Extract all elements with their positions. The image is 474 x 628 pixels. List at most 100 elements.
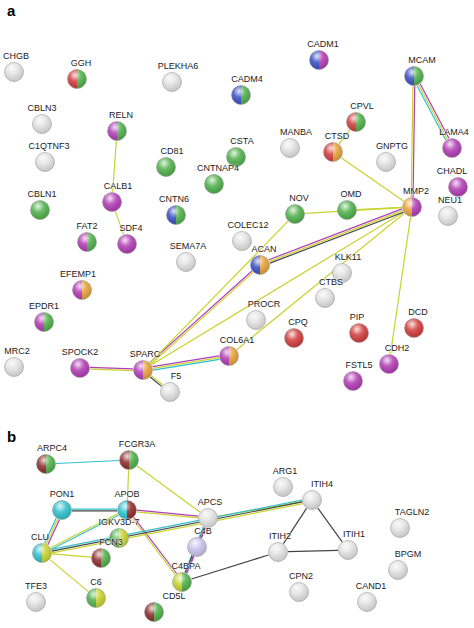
node-circle xyxy=(204,174,224,194)
protein-node: C4B xyxy=(187,537,207,557)
node-circle xyxy=(302,490,322,510)
protein-label: EFEMP1 xyxy=(60,269,96,279)
protein-label: CDH2 xyxy=(385,343,410,353)
node-circle xyxy=(357,592,377,612)
evidence-line xyxy=(192,555,269,579)
node-circle xyxy=(35,152,55,172)
protein-label: OMD xyxy=(341,189,362,199)
node-circle xyxy=(268,542,288,562)
node-circle xyxy=(72,280,92,300)
protein-node: CADM4 xyxy=(231,85,251,105)
protein-label: CNTNAP4 xyxy=(197,163,239,173)
protein-node: ITIH4 xyxy=(302,490,322,510)
protein-label: IGKV3D-7 xyxy=(98,517,139,527)
protein-label: CTBS xyxy=(319,277,343,287)
protein-node: CTBS xyxy=(315,288,335,308)
protein-label: CLU xyxy=(31,532,49,542)
protein-node: RELN xyxy=(107,121,127,141)
protein-label: PON1 xyxy=(50,489,75,499)
protein-node: GNPTG xyxy=(376,152,396,172)
node-circle xyxy=(162,72,182,92)
protein-label: ARG1 xyxy=(273,466,298,476)
evidence-line xyxy=(237,213,404,349)
node-circle xyxy=(30,200,50,220)
evidence-line xyxy=(153,358,219,369)
protein-node: MANBA xyxy=(280,138,300,158)
protein-node: FCGR3A xyxy=(119,450,139,470)
protein-node: CLU xyxy=(32,543,52,563)
protein-node: TAGLN2 xyxy=(390,518,410,538)
protein-label: CHGB xyxy=(3,51,29,61)
evidence-line xyxy=(72,510,117,511)
protein-label: ARPC4 xyxy=(37,443,67,453)
node-circle xyxy=(107,121,127,141)
interaction-edge xyxy=(152,212,404,365)
protein-label: CD81 xyxy=(160,146,183,156)
protein-node: CDH2 xyxy=(379,354,399,374)
protein-label: PROCR xyxy=(248,299,281,309)
protein-node: TFE3 xyxy=(26,592,46,612)
protein-node: SPOCK2 xyxy=(70,358,90,378)
protein-node: MRC2 xyxy=(4,357,24,377)
protein-node: GGH xyxy=(67,69,87,89)
node-circle xyxy=(404,318,424,338)
node-circle xyxy=(70,358,90,378)
protein-label: C4B xyxy=(194,526,212,536)
evidence-line xyxy=(90,369,133,370)
evidence-line xyxy=(413,86,415,197)
node-circle xyxy=(232,231,252,251)
node-circle xyxy=(390,518,410,538)
node-circle xyxy=(284,328,304,348)
evidence-line xyxy=(318,508,342,542)
protein-node: BPGM xyxy=(388,560,408,580)
protein-label: FCN3 xyxy=(99,537,123,547)
node-circle xyxy=(388,560,408,580)
evidence-line xyxy=(52,502,302,551)
node-circle xyxy=(280,138,300,158)
protein-label: CPQ xyxy=(288,317,308,327)
protein-label: FAT2 xyxy=(77,221,98,231)
interaction-edge xyxy=(137,466,200,512)
interaction-edge xyxy=(192,555,269,579)
protein-node: COL6A1 xyxy=(219,346,239,366)
node-circle xyxy=(86,588,106,608)
protein-node: ARPC4 xyxy=(36,454,56,474)
protein-label: GNPTG xyxy=(376,141,408,151)
protein-node: LAMA4 xyxy=(442,138,462,158)
protein-label: C1QTNF3 xyxy=(28,141,69,151)
evidence-line xyxy=(150,271,252,363)
protein-node: C1QTNF3 xyxy=(35,152,55,172)
node-circle xyxy=(219,346,239,366)
interaction-edge xyxy=(150,376,163,387)
protein-label: PLEKHA6 xyxy=(158,61,199,71)
protein-node: F5 xyxy=(160,382,180,402)
node-circle xyxy=(337,200,357,220)
protein-node: NOV xyxy=(285,204,305,224)
protein-node: EFEMP1 xyxy=(72,280,92,300)
protein-label: ITIH2 xyxy=(269,531,291,541)
protein-label: LAMA4 xyxy=(439,127,469,137)
node-circle xyxy=(402,197,422,217)
node-circle xyxy=(32,114,52,134)
protein-label: CPN2 xyxy=(289,571,313,581)
node-circle xyxy=(119,450,139,470)
protein-node: CAND1 xyxy=(357,592,377,612)
protein-node: SPARC xyxy=(133,360,153,380)
protein-node: CADM1 xyxy=(309,50,329,70)
protein-node: COLEC12 xyxy=(232,231,252,251)
protein-label: KLK11 xyxy=(335,252,361,262)
node-circle xyxy=(285,204,305,224)
protein-label: SPARC xyxy=(130,349,160,359)
protein-label: CBLN3 xyxy=(27,103,56,113)
protein-node: FAT2 xyxy=(77,232,97,252)
node-circle xyxy=(442,138,462,158)
node-circle xyxy=(91,548,111,568)
protein-node: CALB1 xyxy=(102,192,122,212)
interaction-edge xyxy=(288,550,338,551)
protein-label: SEMA7A xyxy=(170,241,207,251)
protein-label: MRC2 xyxy=(4,346,30,356)
node-circle xyxy=(34,312,54,332)
interaction-edge xyxy=(318,508,342,542)
protein-label: BPGM xyxy=(395,549,422,559)
protein-label: COL6A1 xyxy=(220,335,255,345)
